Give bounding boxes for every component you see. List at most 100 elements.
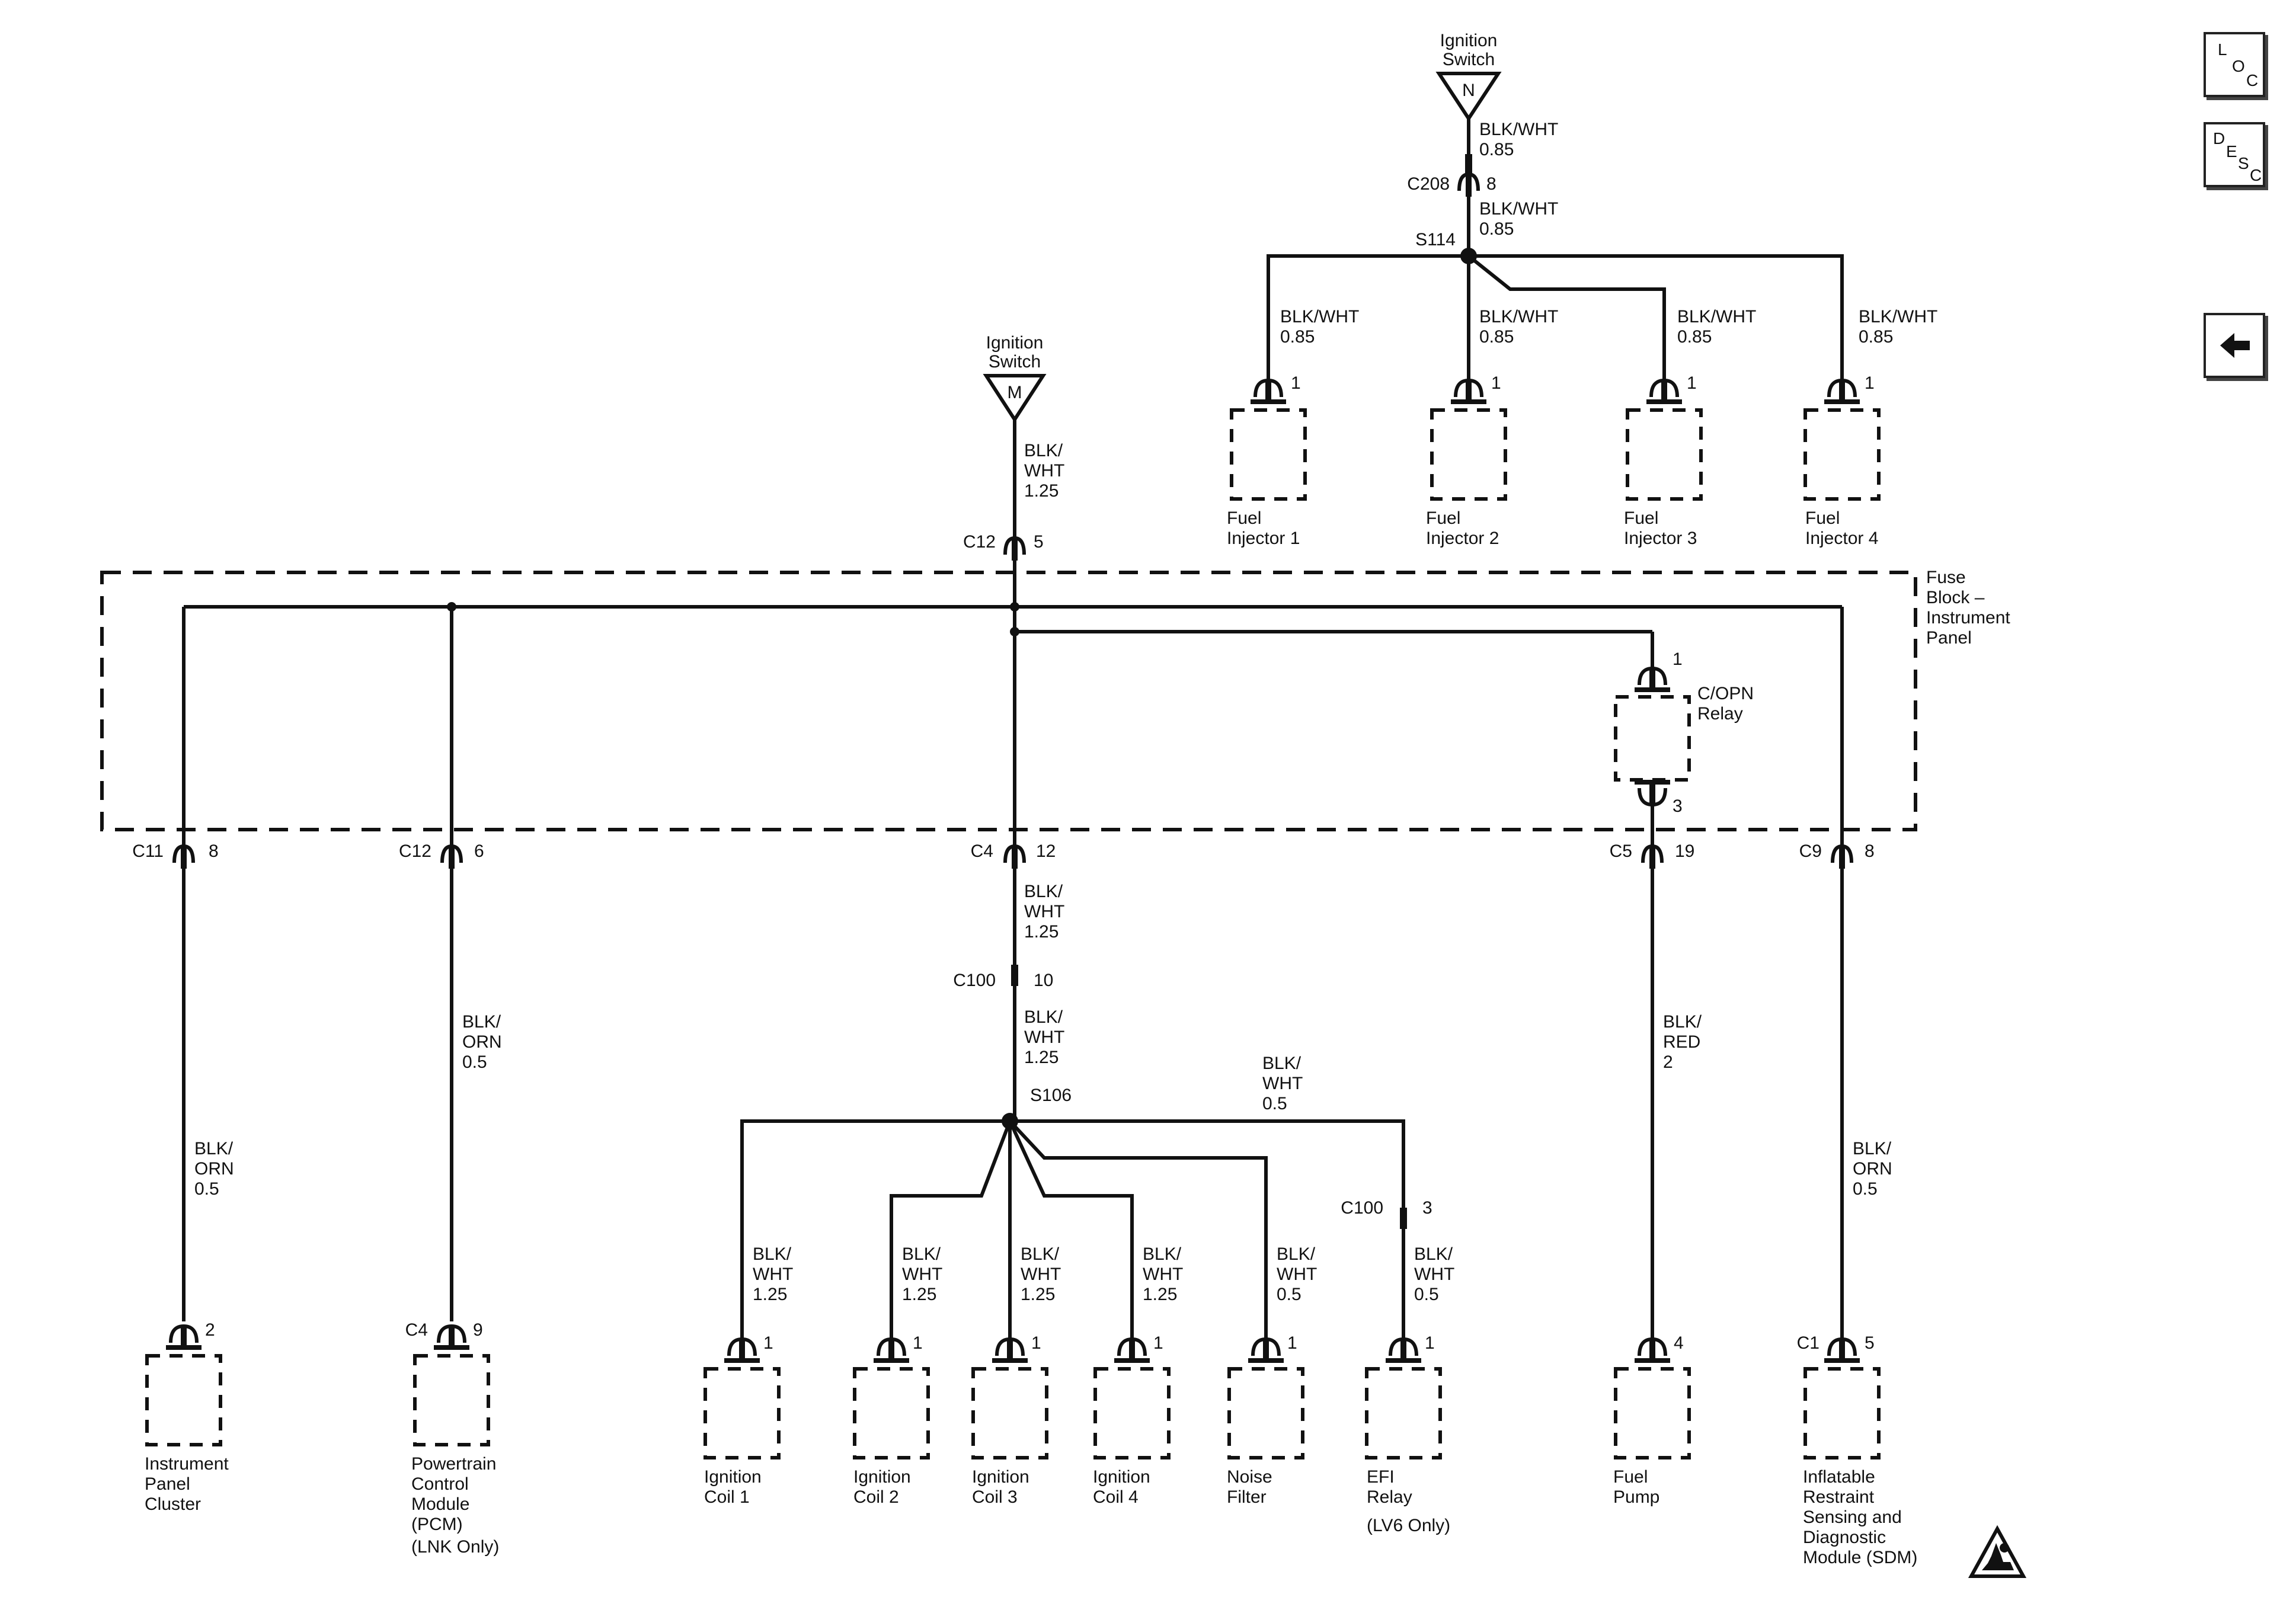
pin-number: 4 bbox=[1674, 1333, 1684, 1353]
component-label: Coil 2 bbox=[853, 1487, 899, 1507]
wire-label: BLK/WHT bbox=[1479, 307, 1558, 327]
wire-label: WHT bbox=[1024, 461, 1064, 481]
wire-label: WHT bbox=[902, 1265, 942, 1284]
wire-label: 1.25 bbox=[753, 1285, 787, 1304]
fuel-pump: BLK/ RED 2 4 Fuel Pump bbox=[1613, 1012, 1702, 1507]
component-label: Injector 4 bbox=[1805, 529, 1878, 548]
component-label: Panel bbox=[145, 1474, 190, 1494]
ignition-n-symbol: N bbox=[1462, 81, 1475, 100]
wire-label: 1.25 bbox=[1143, 1285, 1177, 1304]
wire-label: BLK/ bbox=[1663, 1012, 1702, 1032]
pin-number: 1 bbox=[1687, 373, 1697, 393]
fuel-injector-1: BLK/WHT 0.85 1 Fuel Injector 1 bbox=[1227, 307, 1359, 548]
wire-label: 0.5 bbox=[1262, 1094, 1287, 1113]
component-label: (LV6 Only) bbox=[1367, 1516, 1450, 1535]
desc-letter-s: S bbox=[2238, 154, 2249, 172]
wire-label: BLK/ bbox=[1143, 1244, 1182, 1264]
desc-letter-e: E bbox=[2226, 142, 2237, 161]
component-label: Module bbox=[411, 1494, 469, 1514]
fuse-block-instrument-panel bbox=[100, 571, 1917, 831]
back-button[interactable] bbox=[2204, 313, 2265, 378]
wire-label: BLK/WHT bbox=[1280, 307, 1359, 327]
pin-number: 1 bbox=[913, 1333, 923, 1353]
component-label: (LNK Only) bbox=[411, 1537, 499, 1557]
connector-c12-out: C12 bbox=[399, 841, 431, 861]
wire-label: 0.5 bbox=[1853, 1179, 1878, 1199]
wire-label: 0.5 bbox=[462, 1052, 487, 1072]
ignition-m-title-1: Ignition bbox=[986, 333, 1044, 353]
connector-c11-pin: 8 bbox=[209, 841, 219, 861]
relay-name-1: C/OPN bbox=[1697, 684, 1754, 703]
copn-relay: 1 C/OPN Relay 3 bbox=[1614, 649, 1754, 816]
wire-label: WHT bbox=[1143, 1265, 1183, 1284]
ignition-m-symbol: M bbox=[1008, 383, 1022, 402]
component-label: Instrument bbox=[145, 1454, 229, 1474]
component-label: Inflatable bbox=[1803, 1467, 1875, 1487]
wire-label: WHT bbox=[1021, 1265, 1061, 1284]
fuel-injector-2: BLK/WHT 0.85 1 Fuel Injector 2 bbox=[1426, 307, 1558, 548]
relay-pin-bottom: 3 bbox=[1673, 796, 1683, 816]
wire-label: 0.85 bbox=[1479, 327, 1514, 347]
component-label: Fuel bbox=[1426, 508, 1460, 528]
component-label: Injector 3 bbox=[1624, 529, 1697, 548]
loc-letter-o: O bbox=[2232, 57, 2245, 75]
relay-name-2: Relay bbox=[1697, 704, 1743, 724]
wire-label: 0.5 bbox=[1277, 1285, 1302, 1304]
connector-c12: C12 bbox=[963, 532, 996, 552]
ignition-n-triangle bbox=[1435, 72, 1502, 122]
connector-c1: C1 bbox=[1797, 1333, 1819, 1353]
component-label: Pump bbox=[1613, 1487, 1659, 1507]
component-label: Fuel bbox=[1613, 1467, 1648, 1487]
component-label: Fuel bbox=[1227, 508, 1261, 528]
fuel-injector-3: BLK/WHT 0.85 1 Fuel Injector 3 bbox=[1624, 307, 1756, 548]
fuel-injector-4: BLK/WHT 0.85 1 Fuel Injector 4 bbox=[1803, 307, 1937, 548]
component-label: Control bbox=[411, 1474, 469, 1494]
splice-s106-label: S106 bbox=[1030, 1086, 1072, 1105]
pin-number: 1 bbox=[1031, 1333, 1041, 1353]
pin-number: 1 bbox=[1865, 373, 1875, 393]
connector-c11: C11 bbox=[132, 841, 164, 861]
wire-label: RED bbox=[1663, 1032, 1700, 1052]
loc-letter-l: L bbox=[2218, 40, 2227, 59]
pin-number: 1 bbox=[1153, 1333, 1163, 1353]
loc-button[interactable]: L O C bbox=[2204, 32, 2265, 97]
connector-c5: C5 bbox=[1610, 841, 1632, 861]
wire-label: 0.85 bbox=[1479, 140, 1514, 159]
wire-label: 1.25 bbox=[902, 1285, 936, 1304]
wire-label: WHT bbox=[1414, 1265, 1454, 1284]
wire-label: 2 bbox=[1663, 1052, 1673, 1072]
wire-label: BLK/WHT bbox=[1479, 120, 1558, 139]
loc-letter-c: C bbox=[2246, 71, 2259, 89]
wire-label: 0.85 bbox=[1479, 219, 1514, 239]
wire-label: BLK/WHT bbox=[1859, 307, 1937, 327]
fuse-block-label-1: Fuse bbox=[1926, 568, 1966, 587]
component-label: Restraint bbox=[1803, 1487, 1875, 1507]
ignition-switch-m: Ignition Switch M bbox=[983, 333, 1047, 423]
wire-label: BLK/ bbox=[462, 1012, 501, 1032]
connector-c100-pin: 10 bbox=[1034, 971, 1053, 990]
fuse-block-label-4: Panel bbox=[1926, 628, 1972, 648]
instrument-panel-cluster: BLK/ ORN 0.5 2 Instrument Panel Cluster bbox=[145, 1139, 234, 1514]
wire-label: BLK/ bbox=[1024, 441, 1063, 460]
noise-filter: BLK/ WHT 0.5 1 Noise Filter bbox=[1227, 1244, 1317, 1507]
wire-label: WHT bbox=[1024, 902, 1064, 921]
wire-label: 1.25 bbox=[1024, 481, 1059, 501]
ignition-coil-4: BLK/ WHT 1.25 1 Ignition Coil 4 bbox=[1093, 1244, 1183, 1507]
component-label: Sensing and bbox=[1803, 1507, 1902, 1527]
wire-label: 1.25 bbox=[1024, 1048, 1059, 1067]
component-label: Coil 3 bbox=[972, 1487, 1018, 1507]
desc-button[interactable]: D E S C bbox=[2204, 122, 2265, 187]
wire-label: BLK/ bbox=[1024, 882, 1063, 901]
wire-label: BLK/ bbox=[1853, 1139, 1892, 1158]
ignition-n-title-1: Ignition bbox=[1440, 31, 1498, 50]
ignition-m-title-2: Switch bbox=[989, 352, 1041, 372]
component-label: Ignition bbox=[704, 1467, 762, 1487]
ignition-coil-2: BLK/ WHT 1.25 1 Ignition Coil 2 bbox=[853, 1244, 942, 1507]
wire-label: BLK/ bbox=[753, 1244, 792, 1264]
splice-s114-label: S114 bbox=[1415, 230, 1456, 249]
pin-number: 5 bbox=[1865, 1333, 1875, 1353]
connector-c100: C100 bbox=[953, 971, 996, 990]
component-label: Coil 1 bbox=[704, 1487, 750, 1507]
wire-label: 0.85 bbox=[1859, 327, 1893, 347]
wire-label: 1.25 bbox=[1024, 922, 1059, 942]
